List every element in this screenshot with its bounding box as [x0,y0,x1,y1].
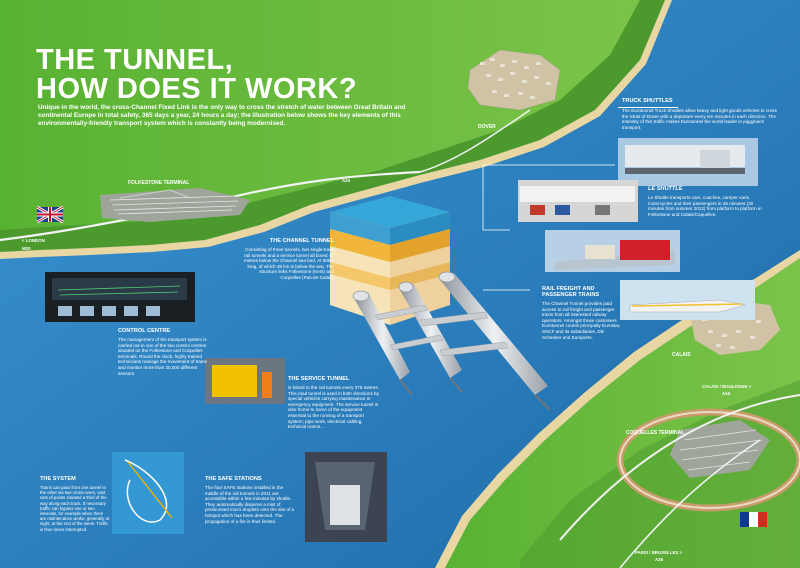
rail-freight-text: The Channel Tunnel provides paid access … [542,301,621,340]
label-calais-boulogne: CALAIS / BOULOGNE > [702,384,752,389]
service-tunnel-text: is linked to the rail tunnels every 375 … [288,385,379,430]
truck-shuttles-text: The Eurotunnel Truck Shuttles allow heav… [622,108,777,130]
section-le-shuttle: LE SHUTTLE Le Shuttle transports cars, c… [648,186,768,217]
service-tunnel-heading: THE SERVICE TUNNEL [288,376,350,382]
label-m20: M20 [22,246,31,251]
channel-tunnel-heading: THE CHANNEL TUNNEL [269,238,334,244]
label-paris: PARIS / BRUXELLES > [635,550,683,555]
photo-control-centre [45,272,195,322]
section-the-system: THE SYSTEM Trains can pass from one tunn… [40,476,110,532]
le-shuttle-heading: LE SHUTTLE [648,186,683,192]
photo-freight-train [545,230,680,272]
photo-service-vehicle [205,358,285,404]
section-channel-tunnel: THE CHANNEL TUNNEL Consisting of three t… [238,238,334,281]
rail-freight-heading-2: PASSENGER TRAINS [542,292,600,298]
label-a20: A20 [342,178,351,183]
label-dover: DOVER [478,124,496,130]
label-london: < LONDON [22,238,45,243]
title-line-2: HOW DOES IT WORK? [36,73,358,105]
page-title: THE TUNNEL, HOW DOES IT WORK? [36,46,357,104]
label-calais: CALAIS [672,352,691,358]
geology-block [330,196,450,325]
the-system-text: Trains can pass from one tunnel to the o… [40,485,110,532]
channel-tunnel-text: Consisting of three tunnels, two single-… [243,247,334,280]
le-shuttle-text: Le Shuttle transports cars, coaches, cam… [648,195,762,217]
tunnel-tubes [352,271,551,411]
photo-le-shuttle [518,180,638,222]
section-service-tunnel: THE SERVICE TUNNEL is linked to the rail… [288,376,380,430]
photo-eurostar [620,280,755,320]
control-centre-text: The management of the transport system i… [118,337,207,376]
label-folkestone-terminal: FOLKESTONE TERMINAL [128,180,190,186]
the-system-heading: THE SYSTEM [40,476,76,482]
safe-stations-heading: THE SAFE STATIONS [205,476,262,482]
intro-text: Unique in the world, the cross-Channel F… [38,104,406,128]
france-flag-icon [740,512,767,527]
photo-truck-shuttle [618,138,758,186]
title-line-1: THE TUNNEL, [36,44,234,76]
label-a16: A16 [722,391,731,396]
photo-safe-station [305,452,387,542]
control-centre-heading: CONTROL CENTRE [118,328,171,334]
folkestone-terminal-graphic [100,188,250,222]
coquelles-terminal-graphic [616,408,800,512]
rail-freight-heading-1: RAIL FREIGHT AND [542,286,595,292]
uk-flag-icon [36,205,64,224]
section-rail-freight: RAIL FREIGHT AND PASSENGER TRAINS The Ch… [542,286,622,340]
divider-line [618,107,678,108]
system-diagram [112,452,184,534]
section-control-centre: CONTROL CENTRE The management of the tra… [118,328,210,376]
truck-shuttles-heading: TRUCK SHUTTLES [622,98,673,104]
safe-stations-text: The four SAFE stations installed in the … [205,485,295,524]
label-a26: A26 [655,557,664,562]
label-coquelles-terminal: COQUELLES TERMINAL [626,430,685,436]
section-truck-shuttles: TRUCK SHUTTLES The Eurotunnel Truck Shut… [618,98,782,130]
section-safe-stations: THE SAFE STATIONS The four SAFE stations… [205,476,297,524]
